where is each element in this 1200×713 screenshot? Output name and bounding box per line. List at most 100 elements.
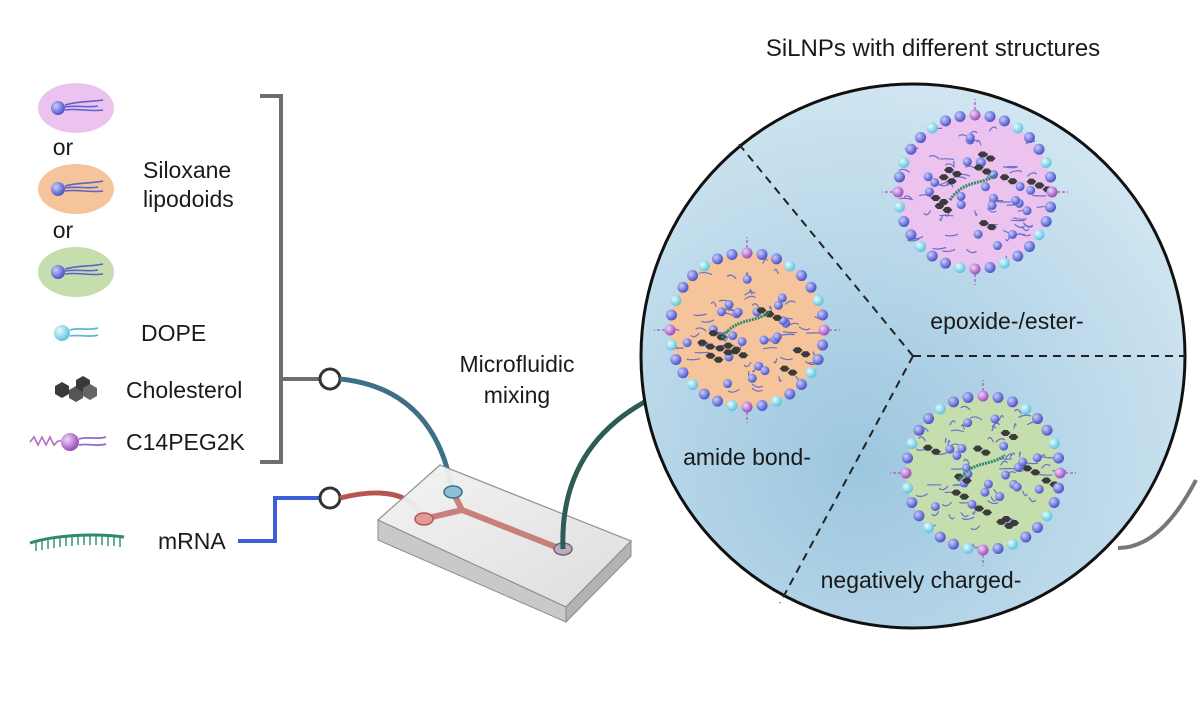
np-cholesterol bbox=[977, 151, 996, 162]
np-inner-headgroup bbox=[957, 443, 967, 453]
np-surface-headgroup bbox=[900, 467, 912, 479]
np-surface-headgroup bbox=[915, 132, 927, 144]
legend-panel: or or Siloxane lipodoids DOPE C bbox=[29, 83, 342, 554]
np-inner-headgroup bbox=[987, 200, 997, 210]
np-surface-headgroup bbox=[1020, 403, 1032, 415]
np-surface-headgroup bbox=[940, 257, 952, 269]
np-inner-headgroup bbox=[772, 332, 782, 342]
outlet-tube bbox=[560, 389, 666, 550]
siloxane-lipid-pink-icon bbox=[38, 83, 114, 133]
np-cholesterol bbox=[951, 489, 970, 500]
np-surface-headgroup bbox=[1006, 396, 1018, 408]
np-surface-headgroup bbox=[977, 544, 989, 556]
np-inner-headgroup bbox=[759, 335, 769, 345]
np-inner-headgroup bbox=[773, 300, 783, 310]
np-inner-headgroup bbox=[999, 441, 1009, 451]
np-mrna bbox=[720, 310, 770, 339]
np-surface-headgroup bbox=[977, 390, 989, 402]
np-surface-headgroup bbox=[948, 396, 960, 408]
np-surface-headgroup bbox=[913, 424, 925, 436]
siloxane-lipid-green-icon bbox=[38, 247, 114, 297]
np-surface-headgroup bbox=[741, 401, 753, 413]
np-surface-headgroup bbox=[905, 143, 917, 155]
np-surface-headgroup bbox=[817, 309, 829, 321]
np-surface-headgroup bbox=[1033, 229, 1045, 241]
np-inner-headgroup bbox=[930, 501, 940, 511]
np-surface-headgroup bbox=[998, 115, 1010, 127]
np-surface-headgroup bbox=[665, 309, 677, 321]
np-inner-headgroup bbox=[1018, 457, 1028, 467]
np-mrna bbox=[956, 453, 1006, 482]
np-cholesterol bbox=[973, 164, 992, 175]
epoxide-label: epoxide-/ester- bbox=[930, 308, 1083, 334]
np-inner-headgroup bbox=[728, 331, 738, 341]
np-surface-headgroup bbox=[1040, 157, 1052, 169]
chip-inlet-mrna bbox=[414, 512, 434, 526]
np-inner-headgroup bbox=[760, 366, 770, 376]
nanoparticle-negative bbox=[890, 380, 1076, 566]
np-surface-headgroup bbox=[1041, 424, 1053, 436]
exit-arrow bbox=[1117, 479, 1198, 550]
np-surface-headgroup bbox=[664, 324, 676, 336]
np-inner-headgroup bbox=[1012, 482, 1022, 492]
np-inner-headgroup bbox=[992, 241, 1002, 251]
np-surface-headgroup bbox=[934, 403, 946, 415]
np-surface-headgroup bbox=[998, 257, 1010, 269]
np-inner-headgroup bbox=[995, 492, 1005, 502]
np-surface-headgroup bbox=[984, 110, 996, 122]
np-surface-headgroup bbox=[1054, 467, 1066, 479]
np-inner-headgroup bbox=[1022, 206, 1032, 216]
cholesterol-label: Cholesterol bbox=[126, 377, 242, 403]
np-surface-headgroup bbox=[805, 281, 817, 293]
structures-title: SiLNPs with different structures bbox=[766, 35, 1100, 62]
microfluidic-device bbox=[339, 376, 666, 624]
np-inner-headgroup bbox=[723, 379, 733, 389]
np-surface-headgroup bbox=[1046, 186, 1058, 198]
np-inner-headgroup bbox=[1011, 195, 1021, 205]
np-surface-headgroup bbox=[892, 186, 904, 198]
np-surface-headgroup bbox=[795, 378, 807, 390]
np-inner-headgroup bbox=[983, 479, 993, 489]
np-surface-headgroup bbox=[893, 171, 905, 183]
np-surface-headgroup bbox=[817, 339, 829, 351]
np-surface-headgroup bbox=[992, 543, 1004, 555]
mrna-line bbox=[238, 496, 320, 543]
np-inner-headgroup bbox=[956, 200, 966, 210]
np-inner-headgroup bbox=[923, 172, 933, 182]
np-surface-headgroup bbox=[1053, 482, 1065, 494]
np-cholesterol bbox=[697, 339, 716, 350]
np-inner-headgroup bbox=[1015, 181, 1025, 191]
np-inner-headgroup bbox=[682, 338, 692, 348]
np-inner-headgroup bbox=[1000, 470, 1010, 480]
np-surface-headgroup bbox=[923, 413, 935, 425]
np-surface-headgroup bbox=[905, 229, 917, 241]
np-inner-headgroup bbox=[717, 307, 727, 317]
np-inner-headgroup bbox=[989, 193, 999, 203]
np-surface-headgroup bbox=[677, 281, 689, 293]
negative-label: negatively charged- bbox=[821, 567, 1022, 593]
np-inner-headgroup bbox=[963, 469, 973, 479]
np-surface-headgroup bbox=[926, 122, 938, 134]
np-surface-headgroup bbox=[1012, 250, 1024, 262]
np-surface-headgroup bbox=[940, 115, 952, 127]
np-cholesterol bbox=[756, 307, 775, 318]
np-surface-headgroup bbox=[687, 378, 699, 390]
np-inner-headgroup bbox=[724, 300, 734, 310]
nanoparticle-epoxide bbox=[882, 99, 1068, 285]
mrna-icon bbox=[29, 533, 125, 551]
np-surface-headgroup bbox=[913, 510, 925, 522]
np-mrna bbox=[948, 172, 998, 201]
legend-bracket bbox=[260, 94, 283, 464]
np-inner-headgroup bbox=[930, 177, 940, 187]
np-cholesterol bbox=[779, 365, 798, 376]
np-cholesterol bbox=[943, 167, 962, 178]
np-cholesterol bbox=[930, 194, 949, 205]
np-inner-headgroup bbox=[990, 414, 1000, 424]
np-surface-headgroup bbox=[954, 262, 966, 274]
np-inner-headgroup bbox=[1008, 229, 1018, 239]
np-surface-headgroup bbox=[901, 452, 913, 464]
np-inner-headgroup bbox=[924, 187, 934, 197]
np-cholesterol bbox=[723, 342, 742, 353]
np-cholesterol bbox=[938, 174, 957, 185]
